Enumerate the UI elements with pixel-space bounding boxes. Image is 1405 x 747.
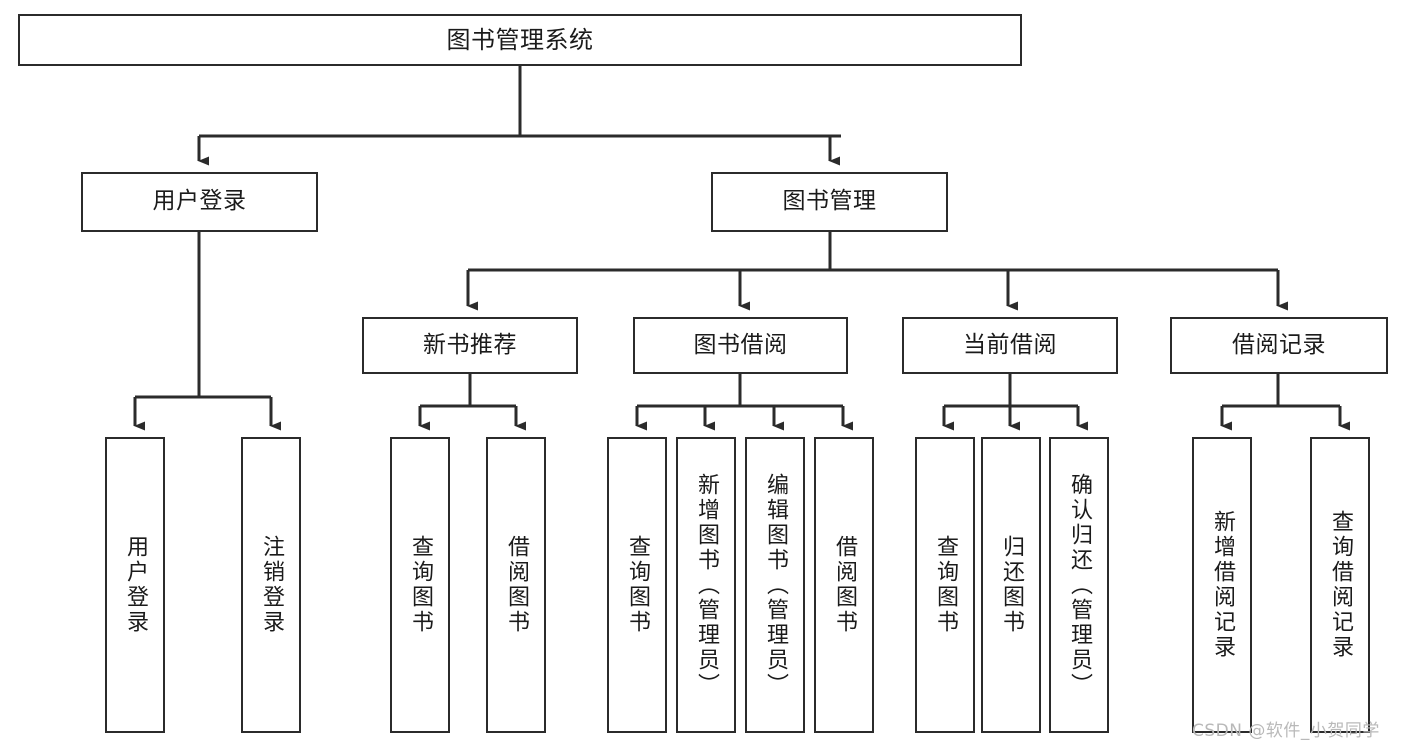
node-leaf-query-borrow-record-label: 查询借阅记录 (1328, 510, 1353, 660)
node-leaf-confirm-return-label: 确认归还（管理员） (1067, 472, 1092, 698)
node-borrow-record[interactable]: 借阅记录 (1170, 317, 1388, 374)
node-leaf-borrow-book-1-label: 借阅图书 (504, 535, 529, 635)
node-leaf-query-book-2[interactable]: 查询图书 (607, 437, 667, 733)
node-leaf-add-book-label: 新增图书（管理员） (694, 472, 719, 698)
node-leaf-borrow-book-2[interactable]: 借阅图书 (814, 437, 874, 733)
node-root-label: 图书管理系统 (446, 25, 594, 54)
node-leaf-query-book-1-label: 查询图书 (408, 535, 433, 635)
node-leaf-logout-login[interactable]: 注销登录 (241, 437, 301, 733)
node-user-login[interactable]: 用户登录 (81, 172, 318, 232)
node-new-book-recommend-label: 新书推荐 (423, 331, 517, 358)
node-new-book-recommend[interactable]: 新书推荐 (362, 317, 578, 374)
node-book-manage-label: 图书管理 (782, 188, 877, 215)
node-leaf-confirm-return[interactable]: 确认归还（管理员） (1049, 437, 1109, 733)
node-leaf-query-book-2-label: 查询图书 (625, 535, 650, 635)
watermark: CSDN @软件_小贺同学 (1192, 721, 1380, 741)
node-book-borrow-label: 图书借阅 (693, 331, 788, 358)
node-root[interactable]: 图书管理系统 (18, 14, 1022, 66)
node-leaf-borrow-book-2-label: 借阅图书 (832, 535, 857, 635)
node-leaf-add-borrow-record-label: 新增借阅记录 (1210, 510, 1235, 660)
node-leaf-query-book-1[interactable]: 查询图书 (390, 437, 450, 733)
node-leaf-user-login[interactable]: 用户登录 (105, 437, 165, 733)
node-leaf-return-book-label: 归还图书 (999, 535, 1024, 635)
node-leaf-user-login-label: 用户登录 (123, 535, 148, 635)
node-leaf-edit-book[interactable]: 编辑图书（管理员） (745, 437, 805, 733)
node-leaf-borrow-book-1[interactable]: 借阅图书 (486, 437, 546, 733)
node-leaf-edit-book-label: 编辑图书（管理员） (763, 472, 788, 698)
node-leaf-query-book-3-label: 查询图书 (933, 535, 958, 635)
node-leaf-return-book[interactable]: 归还图书 (981, 437, 1041, 733)
node-user-login-label: 用户登录 (152, 188, 247, 215)
node-book-borrow[interactable]: 图书借阅 (633, 317, 848, 374)
node-leaf-query-book-3[interactable]: 查询图书 (915, 437, 975, 733)
node-current-borrow-label: 当前借阅 (963, 331, 1057, 358)
node-book-manage[interactable]: 图书管理 (711, 172, 948, 232)
node-leaf-query-borrow-record[interactable]: 查询借阅记录 (1310, 437, 1370, 733)
node-current-borrow[interactable]: 当前借阅 (902, 317, 1118, 374)
node-leaf-add-borrow-record[interactable]: 新增借阅记录 (1192, 437, 1252, 733)
node-leaf-logout-login-label: 注销登录 (259, 535, 284, 635)
node-leaf-add-book[interactable]: 新增图书（管理员） (676, 437, 736, 733)
node-borrow-record-label: 借阅记录 (1232, 331, 1326, 358)
